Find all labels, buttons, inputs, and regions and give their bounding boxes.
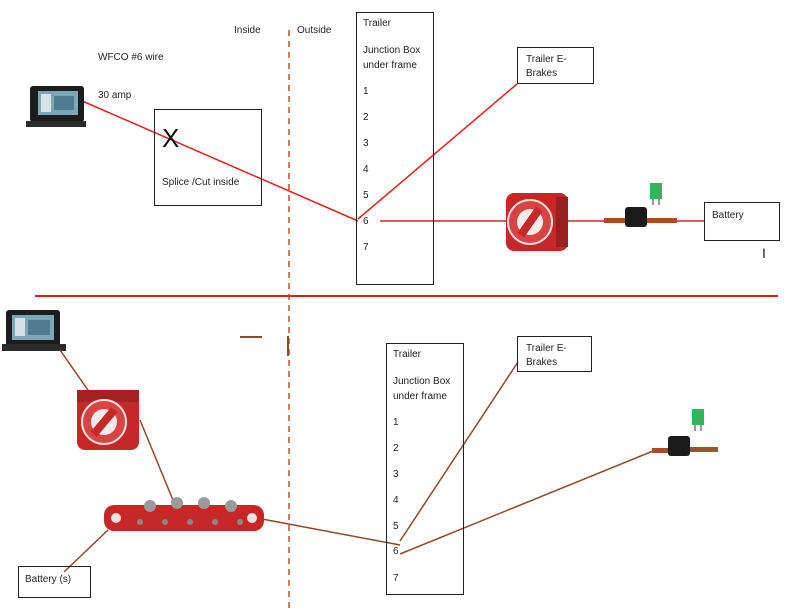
terminal-label: 3	[393, 469, 399, 480]
junction-subtitle2-top: under frame	[363, 60, 417, 71]
busbar-to-jbox-wire	[261, 518, 401, 546]
terminal-label: 4	[393, 495, 399, 506]
junction-box-top	[356, 12, 434, 285]
cut-mark: X	[162, 123, 180, 153]
battery-label-top: Battery	[712, 210, 744, 221]
ebrakes-wire-bottom	[399, 361, 519, 542]
fuse-holder-bottom	[652, 409, 718, 456]
jbox-to-fuse-wire	[399, 450, 654, 555]
battery-box-bottom	[18, 566, 91, 598]
amp-label: 30 amp	[98, 90, 132, 101]
terminal-label: 7	[393, 573, 399, 584]
terminal-label: 3	[363, 138, 369, 149]
terminal-label: 7	[363, 242, 369, 253]
ebrakes-label-bottom: Trailer E-	[526, 343, 567, 354]
junction-title-bottom: Trailer	[393, 349, 421, 360]
junction-title-top: Trailer	[363, 18, 391, 29]
terminal-label: 5	[393, 521, 399, 532]
fuse-holder-top	[604, 183, 677, 227]
ebrakes-wire-top	[357, 83, 518, 220]
ebrakes-label-top: Trailer E-	[526, 54, 567, 65]
terminal-label: 4	[363, 164, 369, 175]
terminal-label: 1	[393, 417, 399, 428]
wfco-converter-top	[26, 86, 86, 127]
splice-label: Splice /Cut inside	[162, 177, 240, 188]
battery-switch-bottom	[77, 390, 139, 450]
junction-subtitle1-top: Junction Box	[363, 45, 421, 56]
inside-label: Inside	[234, 25, 261, 36]
terminal-label: 2	[393, 443, 399, 454]
ebrakes-box-top	[517, 47, 594, 84]
switch-to-busbar-wire	[139, 419, 176, 506]
cursor-mark: I	[762, 245, 766, 261]
junction-box-bottom	[386, 343, 464, 595]
junction-subtitle1-bottom: Junction Box	[393, 376, 451, 387]
ebrakes-box-bottom	[517, 336, 592, 372]
ebrakes-label2-bottom: Brakes	[526, 357, 558, 368]
bus-bar	[104, 497, 264, 531]
wfco-converter-bottom	[2, 310, 66, 351]
battery-box-top	[704, 202, 780, 241]
wfco-wire-top	[79, 99, 359, 222]
terminal-label: 5	[363, 190, 369, 201]
junction-subtitle2-bottom: under frame	[393, 391, 447, 402]
busbar-to-battery-wire	[63, 529, 109, 573]
terminal-label: 2	[363, 112, 369, 123]
ebrakes-label2-top: Brakes	[526, 68, 558, 79]
battery-switch-top	[506, 193, 568, 251]
wfco-to-switch-wire	[59, 349, 91, 394]
splice-box	[154, 109, 262, 206]
terminal-label: 1	[363, 86, 369, 97]
wire-label: WFCO #6 wire	[98, 52, 164, 63]
terminal-label: 6	[393, 546, 399, 557]
terminal-label: 6	[363, 216, 369, 227]
outside-label: Outside	[297, 25, 332, 36]
battery-label-bottom: Battery (s)	[25, 574, 72, 585]
